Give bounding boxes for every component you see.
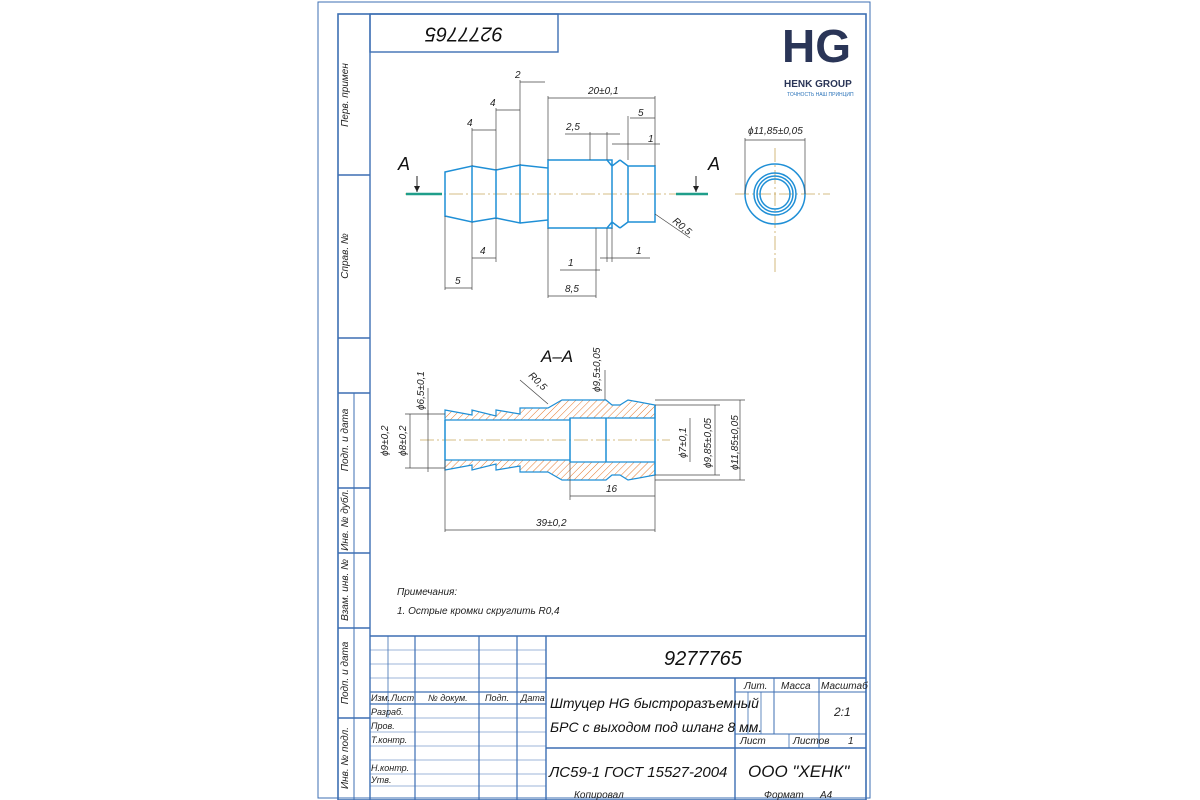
footer-format-label: Формат (764, 790, 804, 800)
label-perv-primen: Перв. примен (340, 63, 351, 127)
dim-1c: 1 (568, 258, 574, 269)
dim-phi-9: ϕ9±0,2 (380, 425, 391, 456)
side-margin (338, 174, 370, 800)
dim-20: 20±0,1 (587, 86, 619, 97)
dim-phi-9-5: ϕ9,5±0,05 (592, 347, 603, 392)
dim-4a: 4 (490, 98, 496, 109)
title-block (370, 635, 866, 800)
dim-5b: 5 (455, 276, 461, 287)
dim-1a: 1 (648, 134, 654, 145)
label-listov: Листов (792, 736, 829, 747)
footer-copied: Копировал (574, 790, 624, 800)
row-razrab: Разраб. (371, 707, 404, 717)
footer-format-value: A4 (819, 790, 833, 800)
drawing-frame (337, 13, 867, 800)
col-list: Лист (390, 693, 415, 703)
listov-value: 1 (848, 736, 854, 747)
logo-tagline: ТОЧНОСТЬ НАШ ПРИНЦИП (787, 92, 854, 98)
dim-8-5: 8,5 (565, 284, 579, 295)
notes-title: Примечания: (397, 587, 457, 598)
notes-item-1: 1. Острые кромки скруглить R0,4 (397, 606, 560, 617)
section-title: A–A (540, 347, 573, 366)
title-number: 9277765 (664, 648, 743, 670)
dim-2: 2 (514, 70, 521, 81)
section-mark-right: A (707, 154, 720, 174)
dim-phi-6-5: ϕ6,5±0,1 (416, 371, 427, 410)
dim-5a: 5 (638, 108, 644, 119)
dim-39: 39±0,2 (536, 518, 567, 529)
dim-r0-5-section: R0,5 (526, 370, 549, 393)
logo-mark: HG (782, 20, 851, 72)
dim-phi-11-85: ϕ11,85±0,05 (730, 415, 741, 470)
drawing-number-rotated: 9277765 (424, 23, 503, 45)
label-sprav-no: Справ. № (340, 233, 351, 279)
material: ЛС59-1 ГОСТ 15527-2004 (548, 764, 727, 781)
section-view: A–A ϕ6,5±0,1 R0,5 ϕ9,5±0,05 ϕ9±0,2 ϕ8±0,… (380, 347, 745, 532)
label-list: Лист (739, 736, 766, 747)
dim-16: 16 (606, 484, 618, 495)
company-name: ООО "ХЕНК" (748, 762, 850, 781)
section-mark-left: A (397, 154, 410, 174)
number-box (369, 13, 559, 53)
henk-group-logo: HG HENK GROUP ТОЧНОСТЬ НАШ ПРИНЦИП (782, 20, 854, 98)
dim-phi-9-85: ϕ9,85±0,05 (703, 418, 714, 468)
row-tkontr: Т.контр. (371, 735, 407, 745)
scale-value: 2:1 (833, 705, 851, 719)
dim-r0-5: R0,5 (670, 216, 694, 238)
row-nkontr: Н.контр. (371, 763, 409, 773)
row-prov: Пров. (371, 721, 395, 731)
side-view: A A 2 20±0,1 4 5 4 2,5 1 R0,5 4 (397, 70, 720, 298)
row-utv: Утв. (370, 775, 391, 785)
dim-4c: 4 (480, 246, 486, 257)
col-data: Дата (520, 693, 545, 703)
dim-phi-end: ϕ11,85±0,05 (748, 126, 803, 137)
dim-1b: 1 (636, 246, 642, 257)
label-vzam-inv: Взам. инв. № (340, 559, 351, 621)
logo-company: HENK GROUP (784, 79, 852, 90)
dim-phi-7: ϕ7±0,1 (678, 427, 689, 458)
label-lit: Лит. (743, 681, 767, 692)
end-view: ϕ11,85±0,05 (735, 126, 830, 272)
col-podp: Подп. (485, 693, 509, 703)
label-podp-data-2: Подп. и дата (340, 641, 351, 704)
label-podp-data-1: Подп. и дата (340, 408, 351, 471)
part-name-line-1: Штуцер HG быстроразъемный (550, 695, 759, 711)
dim-4b: 4 (467, 118, 473, 129)
col-no-dokum: № докум. (428, 693, 468, 703)
col-izm: Изм. (371, 693, 390, 703)
dim-2-5: 2,5 (565, 122, 580, 133)
part-name-line-2: БРС с выходом под шланг 8 мм. (550, 719, 762, 735)
label-inv-dubl: Инв. № дубл. (339, 489, 351, 551)
label-masshtab: Масштаб (821, 680, 868, 692)
label-inv-podl: Инв. № подл. (340, 727, 351, 789)
label-massa: Масса (781, 681, 811, 692)
sheet-edge (317, 1, 871, 799)
dim-phi-8: ϕ8±0,2 (398, 425, 409, 456)
